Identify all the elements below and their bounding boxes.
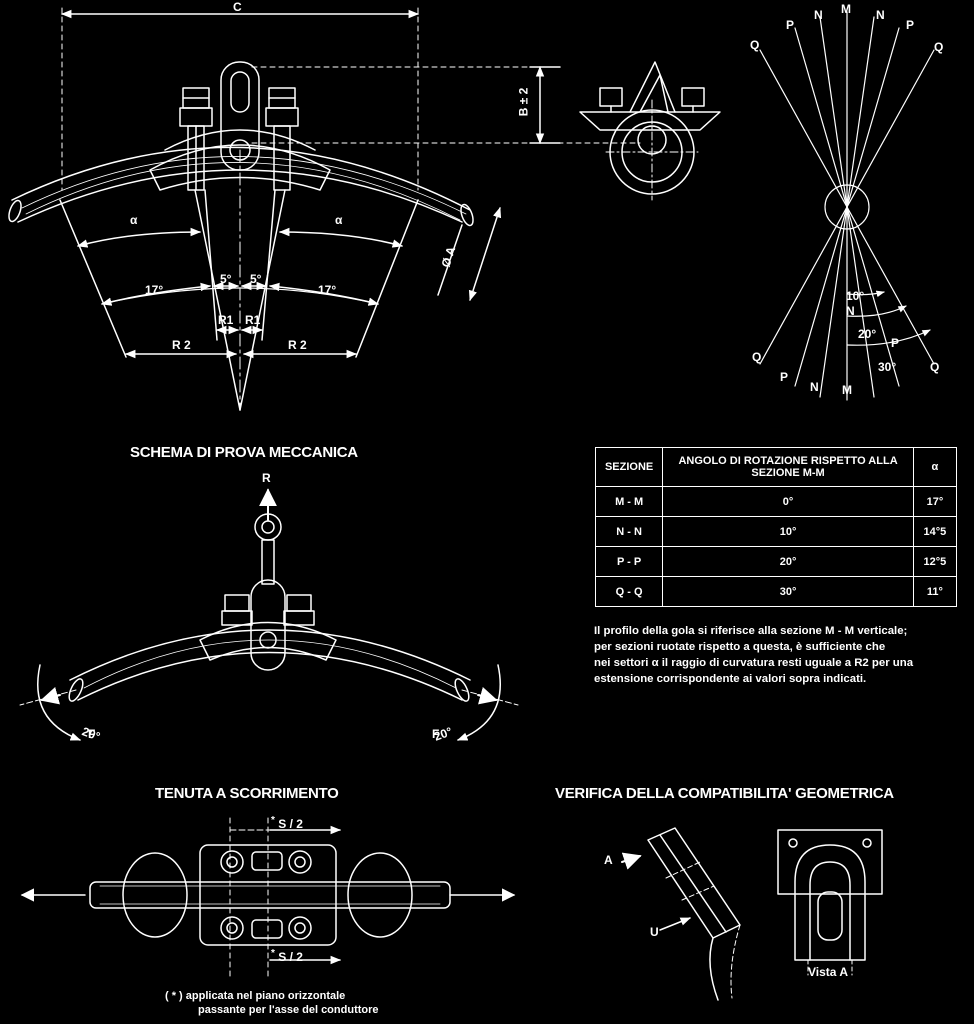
header-alpha: α <box>912 447 958 487</box>
fan-label-n-bottom: N <box>846 304 855 318</box>
fan-label-p-bottom: P <box>891 336 900 350</box>
cell-sezione: M - M <box>594 486 664 517</box>
s2-bottom-star: * <box>271 948 275 959</box>
vista-a-label: Vista A <box>808 965 849 979</box>
fan-deg30-label: 30° <box>878 360 897 374</box>
footnote-line2: passante per l'asse del conduttore <box>198 1004 379 1016</box>
cell-angolo: 30° <box>662 576 914 607</box>
cell-alpha: 11° <box>912 576 958 607</box>
fan-label-p-bottom-left: P <box>780 370 789 384</box>
mechanical-test-view <box>19 488 519 741</box>
force-r-label: R <box>262 471 271 485</box>
s2-top-text: S / 2 <box>278 817 303 831</box>
r2-right-label: R 2 <box>288 338 307 352</box>
fan-label-n-bottom-left: N <box>810 380 819 394</box>
table-row: M - M 0° 17° <box>594 486 958 517</box>
table-header-row: SEZIONE ANGOLO DI ROTAZIONE RISPETTO ALL… <box>594 447 958 487</box>
dim-b-label: B ± 2 <box>516 87 531 117</box>
cell-sezione: Q - Q <box>594 576 664 607</box>
s2-top-star: * <box>271 815 275 826</box>
geometric-check-view <box>621 827 883 1001</box>
deg5-right-label: 5° <box>250 272 262 286</box>
r2-left-label: R 2 <box>172 338 191 352</box>
alpha-right-label: α <box>335 213 343 227</box>
fan-label-q-top-left: Q <box>750 38 760 52</box>
header-sezione: SEZIONE <box>594 447 664 487</box>
header-angolo: ANGOLO DI ROTAZIONE RISPETTO ALLA SEZION… <box>662 447 914 487</box>
fan-label-p-top-right: P <box>906 18 915 32</box>
main-clamp-view <box>8 7 641 411</box>
slip-test-view <box>20 817 516 981</box>
fan-label-n-top-left: N <box>814 8 823 22</box>
s2-bottom-text: S / 2 <box>278 950 303 964</box>
cell-angolo: 20° <box>662 546 914 577</box>
cell-alpha: 12°5 <box>912 546 958 577</box>
profile-note: Il profilo della gola si riferisce alla … <box>594 625 914 685</box>
deg17-left-label: 17° <box>145 283 164 297</box>
verifica-title: VERIFICA DELLA COMPATIBILITA' GEOMETRICA <box>555 785 894 802</box>
force-f-right-label: F <box>432 727 440 741</box>
rotation-fan-diagram <box>759 11 935 401</box>
fan-label-m-top: M <box>841 2 851 16</box>
deg17-right-label: 17° <box>318 283 337 297</box>
r1-left-label: R1 <box>218 313 234 327</box>
footnote-line1: ( * ) applicata nel piano orizzontale <box>165 990 346 1002</box>
cell-sezione: P - P <box>594 546 664 577</box>
table-row: N - N 10° 14°5 <box>594 516 958 547</box>
view-a-arrow-label: A <box>604 853 613 867</box>
s2-top-label: * S / 2 <box>271 815 303 831</box>
cell-alpha: 14°5 <box>912 516 958 547</box>
s2-bottom-label: * S / 2 <box>271 948 303 964</box>
alpha-left-label: α <box>130 213 138 227</box>
cell-angolo: 10° <box>662 516 914 547</box>
cell-alpha: 17° <box>912 486 958 517</box>
cell-angolo: 0° <box>662 486 914 517</box>
table-row: Q - Q 30° 11° <box>594 576 958 607</box>
side-view <box>529 61 721 201</box>
fan-label-n-top-right: N <box>876 8 885 22</box>
fan-deg20-label: 20° <box>858 327 877 341</box>
fan-label-q-bottom-right: Q <box>930 360 940 374</box>
prova-title: SCHEMA DI PROVA MECCANICA <box>130 444 358 461</box>
force-f-left-label: F <box>88 727 96 741</box>
dim-c-label: C <box>233 0 242 14</box>
cell-sezione: N - N <box>594 516 664 547</box>
fan-deg10-label: 10° <box>846 289 865 303</box>
rotation-table: SEZIONE ANGOLO DI ROTAZIONE RISPETTO ALL… <box>594 447 958 607</box>
fan-label-p-top-left: P <box>786 18 795 32</box>
r1-right-label: R1 <box>245 313 261 327</box>
fan-label-q-bottom-left: Q <box>752 350 762 364</box>
tenuta-title: TENUTA A SCORRIMENTO <box>155 785 339 802</box>
u-label: U <box>650 925 659 939</box>
deg5-left-label: 5° <box>220 272 232 286</box>
table-row: P - P 20° 12°5 <box>594 546 958 577</box>
fan-label-q-top-right: Q <box>934 40 944 54</box>
fan-label-m-bottom: M <box>842 383 852 397</box>
